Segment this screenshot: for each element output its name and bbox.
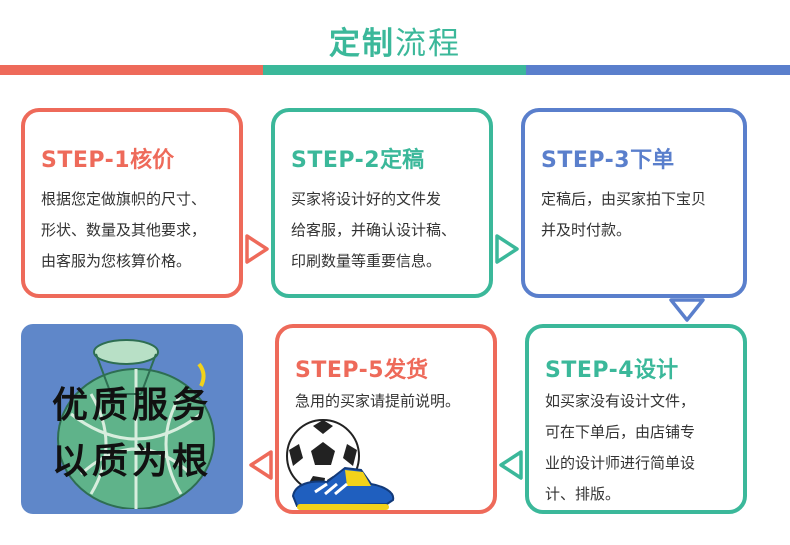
step-3-label: STEP-3 [541,148,631,173]
divider-red [0,65,263,75]
step-3-name: 下单 [630,148,675,173]
step-1-line: 形状、数量及其他要求， [41,221,207,239]
step-5-card: STEP-5发货 急用的买家请提前说明。 [275,324,497,514]
step-2-line: 给客服，并确认设计稿、 [291,221,457,239]
step-5-desc: 急用的买家请提前说明。 [295,386,483,417]
step-5-line: 急用的买家请提前说明。 [295,392,461,410]
page-title: 定制流程 [0,18,790,63]
step-4-line: 可在下单后，由店铺专 [545,423,696,441]
step-5-name: 发货 [384,358,429,383]
soccer-shoe-icon [291,466,395,510]
step-4-line: 计、排版。 [545,485,621,503]
step-2-line: 印刷数量等重要信息。 [291,252,442,270]
step-2-card: STEP-2定稿 买家将设计好的文件发 给客服，并确认设计稿、 印刷数量等重要信… [271,108,493,298]
arrow-right-icon [245,234,269,264]
step-1-line: 由客服为您核算价格。 [41,252,192,270]
step-4-name: 设计 [634,358,679,383]
service-image-panel: 优质服务 以质为根 [21,324,243,514]
step-4-label: STEP-4 [545,358,635,383]
step-3-card: STEP-3下单 定稿后，由买家拍下宝贝 并及时付款。 [521,108,747,298]
step-3-line: 定稿后，由买家拍下宝贝 [541,190,707,208]
title-part2: 流程 [395,26,461,62]
arrow-left-icon [499,450,523,480]
step-4-line: 如买家没有设计文件， [545,392,696,410]
badge-line-2: 以质为根 [51,440,212,482]
divider-green [263,65,526,75]
step-5-heading: STEP-5发货 [295,352,428,384]
arrow-right-icon [495,234,519,264]
arrow-down-icon [669,298,705,322]
step-3-desc: 定稿后，由买家拍下宝贝 并及时付款。 [541,184,733,246]
step-2-desc: 买家将设计好的文件发 给客服，并确认设计稿、 印刷数量等重要信息。 [291,184,479,277]
step-1-heading: STEP-1核价 [41,142,174,174]
step-5-label: STEP-5 [295,358,385,383]
step-4-line: 业的设计师进行简单设 [545,454,696,472]
step-1-name: 核价 [130,148,175,173]
step-4-desc: 如买家没有设计文件， 可在下单后，由店铺专 业的设计师进行简单设 计、排版。 [545,386,733,510]
step-1-desc: 根据您定做旗帜的尺寸、 形状、数量及其他要求， 由客服为您核算价格。 [41,184,229,277]
step-2-line: 买家将设计好的文件发 [291,190,442,208]
divider-blue [526,65,790,75]
step-2-label: STEP-2 [291,148,381,173]
step-4-heading: STEP-4设计 [545,352,678,384]
step-4-card: STEP-4设计 如买家没有设计文件， 可在下单后，由店铺专 业的设计师进行简单… [525,324,747,514]
step-1-line: 根据您定做旗帜的尺寸、 [41,190,207,208]
step-2-heading: STEP-2定稿 [291,142,424,174]
step-1-card: STEP-1核价 根据您定做旗帜的尺寸、 形状、数量及其他要求， 由客服为您核算… [21,108,243,298]
step-3-heading: STEP-3下单 [541,142,674,174]
badge-line-1: 优质服务 [51,384,212,426]
step-2-name: 定稿 [380,148,425,173]
title-part1: 定制 [329,26,395,62]
step-3-line: 并及时付款。 [541,221,632,239]
step-1-label: STEP-1 [41,148,131,173]
arrow-left-icon [249,450,273,480]
ball-in-net-icon [57,339,215,509]
